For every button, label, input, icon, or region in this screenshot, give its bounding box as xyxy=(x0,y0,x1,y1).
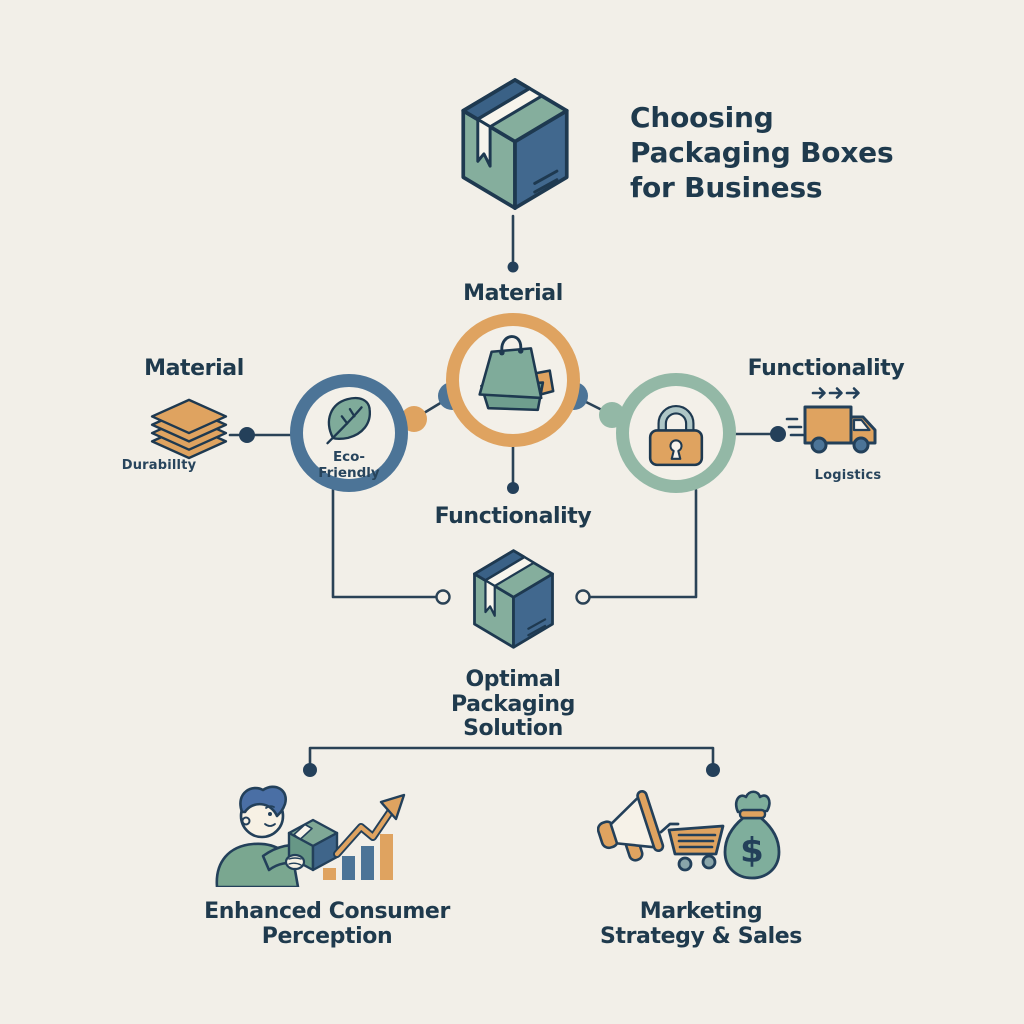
solution-box-icon xyxy=(473,549,554,649)
line-left-to-box xyxy=(331,488,438,599)
person-holding-box-growth-chart-icon xyxy=(215,785,406,887)
solution-label: Optimal Packaging Solution xyxy=(403,667,623,742)
title-line-3: for Business xyxy=(630,171,823,204)
speed-lines xyxy=(785,417,805,437)
solution-line-2: Packaging xyxy=(451,691,575,717)
dot-outcome-right xyxy=(706,763,720,777)
open-dot-right xyxy=(575,589,591,605)
growth-bars xyxy=(323,834,393,880)
outcome-left-line-2: Perception xyxy=(261,923,393,949)
leaf-icon xyxy=(326,396,371,445)
functionality-right-heading: Functionality xyxy=(747,356,905,381)
solution-line-3: Solution xyxy=(463,716,563,741)
logistics-caption: Logistics xyxy=(814,468,882,483)
stacked-sheets-icon xyxy=(150,398,228,460)
arrow-head xyxy=(379,793,406,821)
material-top-label: Material xyxy=(463,281,563,306)
lock-icon xyxy=(648,405,704,467)
outcome-right-line-2: Strategy & Sales xyxy=(600,923,802,949)
dot-center-down xyxy=(507,482,519,494)
megaphone-cart-money-bag-icon: $ xyxy=(597,790,781,880)
material-left-heading: Material xyxy=(144,356,244,381)
dot-left-branch xyxy=(239,427,255,443)
outcome-left-label: Enhanced Consumer Perception xyxy=(194,899,460,949)
outcome-right-line-1: Marketing xyxy=(639,899,763,924)
line-right-to-box xyxy=(588,488,698,599)
dot-right-branch xyxy=(770,426,786,442)
bracket-outcomes xyxy=(308,746,715,771)
title-line-2: Packaging Boxes xyxy=(630,136,894,169)
delivery-truck-icon xyxy=(785,387,877,454)
megaphone-icon xyxy=(597,790,665,862)
dot-under-title xyxy=(507,261,519,273)
package-box-icon xyxy=(461,78,569,210)
page-title: Choosing Packaging Boxes for Business xyxy=(630,100,930,205)
durability-caption: Durabillty xyxy=(121,458,197,473)
outcome-right-label: Marketing Strategy & Sales xyxy=(581,899,821,949)
title-line-1: Choosing xyxy=(630,101,774,134)
money-bag-icon: $ xyxy=(723,790,781,880)
dot-outcome-left xyxy=(303,763,317,777)
eco-friendly-label: Eco-Friendly xyxy=(318,449,380,481)
shopping-bag-icon xyxy=(478,335,555,412)
hair xyxy=(239,785,287,818)
open-dot-left xyxy=(435,589,451,605)
solution-line-1: Optimal xyxy=(465,667,561,692)
outcome-left-line-1: Enhanced Consumer xyxy=(204,899,450,924)
functionality-center-label: Functionality xyxy=(434,504,592,529)
shopping-cart-icon xyxy=(659,822,725,872)
speed-arrows xyxy=(811,387,860,399)
dollar-sign: $ xyxy=(740,831,764,871)
